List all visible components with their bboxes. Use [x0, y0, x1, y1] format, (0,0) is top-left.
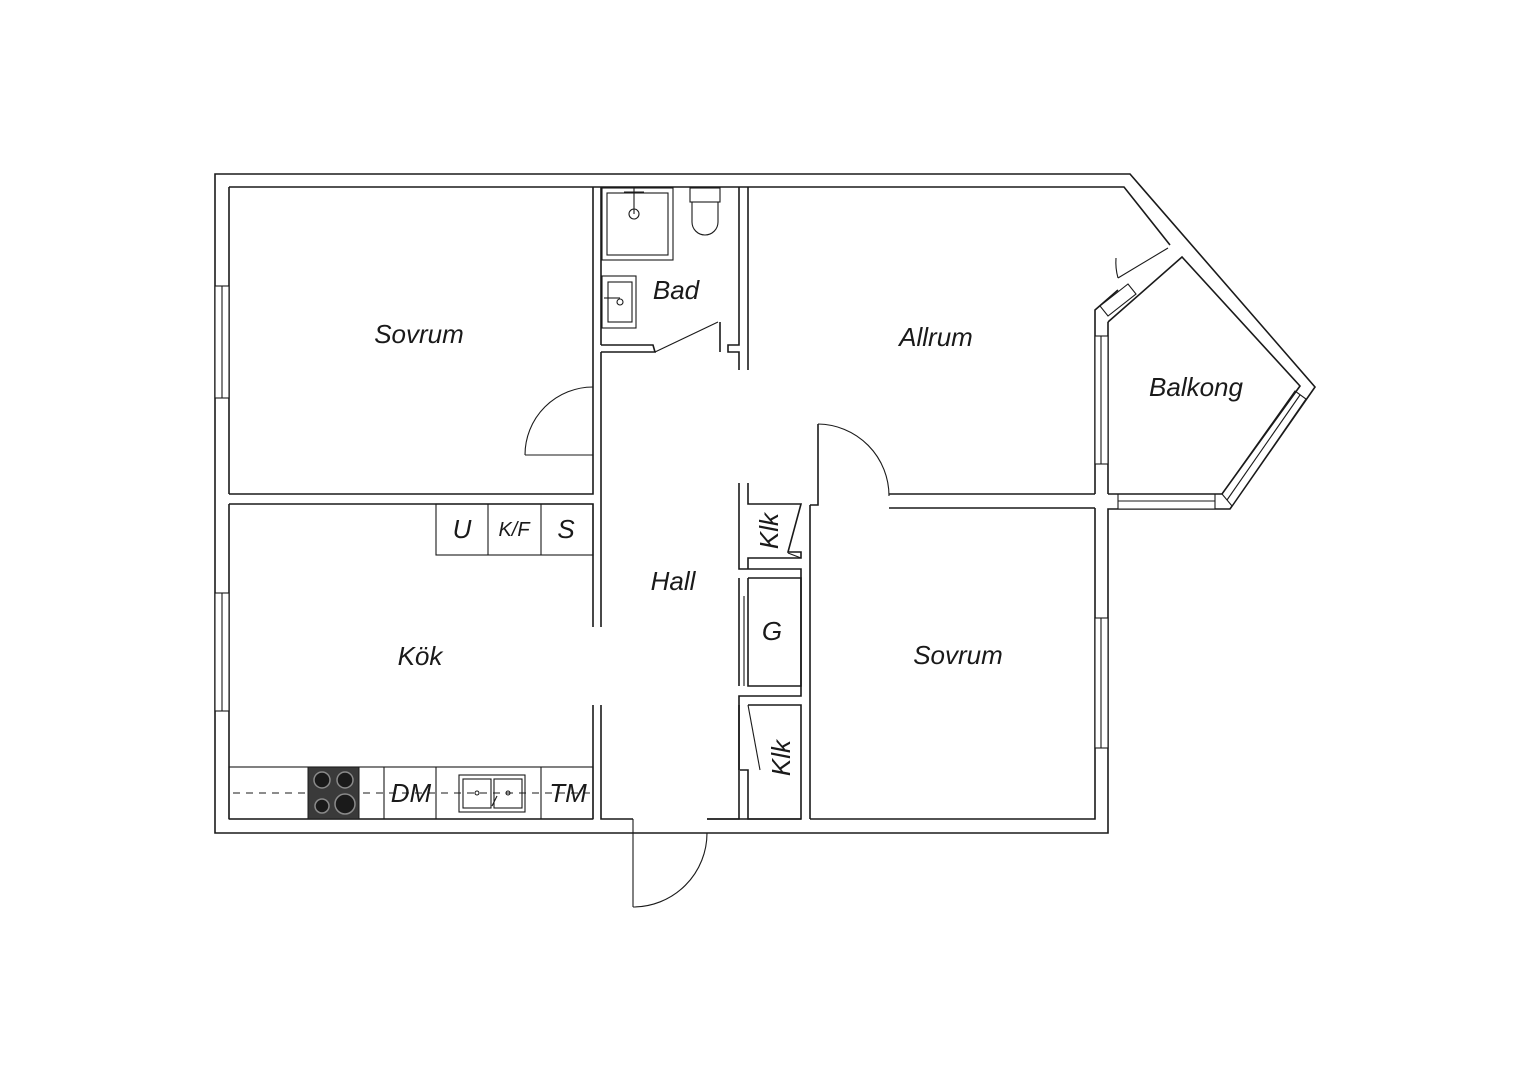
- interior-walls: [229, 187, 1095, 820]
- doors: [524, 321, 890, 908]
- sink-icon: [458, 774, 526, 813]
- room-label-sovrum: Sovrum: [374, 319, 464, 349]
- room-label-klk-1: Klk: [754, 511, 784, 549]
- balkong-area: [1107, 247, 1302, 495]
- room-label-sovrum-2: Sovrum: [913, 640, 1003, 670]
- fixture-label-s: S: [557, 514, 575, 544]
- room-label-kok: Kök: [398, 641, 445, 671]
- room-label-balkong: Balkong: [1149, 372, 1243, 402]
- room-label-hall: Hall: [651, 566, 697, 596]
- bathroom-fixtures: [601, 187, 721, 329]
- windows: [214, 283, 1307, 749]
- fixture-labels: U K/F S DM TM: [391, 514, 587, 808]
- fixture-label-tm: TM: [549, 778, 587, 808]
- room-label-bad: Bad: [653, 275, 701, 305]
- fixture-label-dm: DM: [391, 778, 432, 808]
- room-label-klk-2: Klk: [766, 738, 796, 776]
- room-labels: Sovrum Bad Allrum Balkong Hall Kök Sovru…: [374, 275, 1243, 776]
- fixture-label-u: U: [453, 514, 472, 544]
- kitchen-fixtures: [228, 503, 594, 820]
- room-label-g: G: [762, 616, 782, 646]
- fixture-label-kf: K/F: [498, 519, 531, 541]
- room-label-allrum: Allrum: [897, 322, 973, 352]
